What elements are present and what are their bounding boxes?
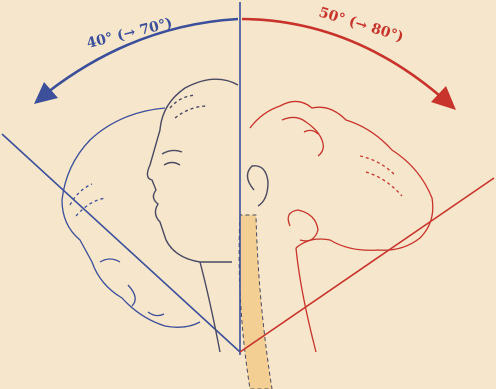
neutral-eye: [164, 163, 180, 166]
flexed-hair: [70, 184, 106, 216]
neutral-hair: [170, 95, 208, 118]
extension-label: 50° (→ 80°): [317, 5, 406, 46]
flexed-head-outline: [62, 108, 200, 327]
neutral-ear: [247, 166, 268, 206]
extended-head-outline: [250, 101, 433, 250]
extended-neck: [296, 248, 316, 352]
flexed-nose: [128, 285, 135, 306]
extension-limit-line: [240, 178, 494, 352]
extended-hair: [360, 156, 402, 196]
extension-arc: [242, 19, 440, 96]
neutral-eyebrow: [162, 150, 182, 154]
flexed-mouth: [148, 312, 164, 316]
neutral-head: [147, 79, 238, 352]
flexed-head: [62, 108, 200, 327]
extended-head: [250, 101, 433, 352]
extended-face: [282, 117, 323, 156]
flexion-limit-line: [2, 134, 240, 352]
neutral-neck-front: [200, 262, 220, 352]
flexion-arrowhead: [34, 82, 58, 104]
cervical-spine: [239, 215, 272, 389]
extension-arrowhead: [431, 86, 456, 110]
flexed-eye: [100, 259, 120, 262]
neutral-head-outline: [147, 79, 238, 262]
extended-ear: [288, 210, 318, 241]
flexion-label: 40° (→ 70°): [85, 15, 174, 52]
